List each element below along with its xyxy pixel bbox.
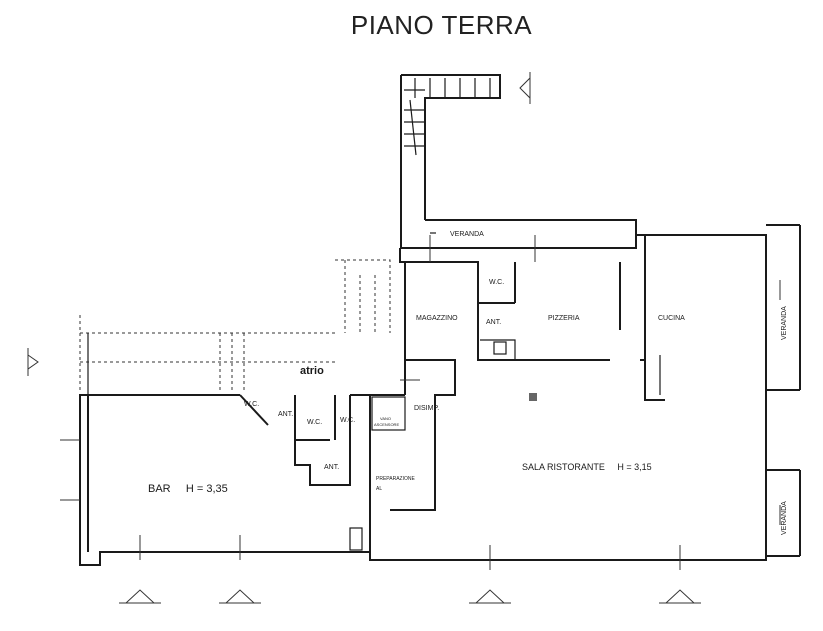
label-preparazione-al: AL bbox=[376, 486, 382, 492]
label-vano-1: VANO bbox=[380, 416, 391, 421]
label-pizzeria: PIZZERIA bbox=[548, 315, 580, 322]
section-marker-icon bbox=[27, 72, 701, 604]
label-sala: SALA RISTORANTE H = 3,15 bbox=[522, 462, 652, 472]
label-magazzino: MAGAZZINO bbox=[416, 315, 458, 322]
label-ant-mid: ANT. bbox=[324, 464, 339, 471]
openings bbox=[60, 235, 781, 570]
label-veranda-right-top: VERANDA bbox=[781, 306, 788, 340]
label-ant-top: ANT. bbox=[486, 319, 501, 326]
page-title: PIANO TERRA bbox=[350, 10, 533, 40]
outer-walls bbox=[79, 224, 801, 566]
label-wc-mid1: W.C. bbox=[307, 419, 322, 426]
label-wc-bar: W.C. bbox=[244, 401, 259, 408]
label-cucina: CUCINA bbox=[658, 315, 685, 322]
label-bar: BAR H = 3,35 bbox=[148, 483, 228, 495]
label-veranda-top: VERANDA bbox=[450, 231, 484, 238]
label-vano-2: ASCENSORE bbox=[374, 422, 399, 427]
label-wc-top: W.C. bbox=[489, 279, 504, 286]
interior-walls bbox=[239, 235, 665, 552]
atrio-area bbox=[79, 248, 406, 396]
label-wc-mid2: W.C. bbox=[340, 417, 355, 424]
top-staircase bbox=[400, 74, 501, 248]
room-labels: VERANDA W.C. ANT. MAGAZZINO PIZZERIA CUC… bbox=[148, 231, 788, 535]
label-atrio: atrio bbox=[300, 365, 324, 377]
label-ant-bar: ANT. bbox=[278, 411, 293, 418]
label-veranda-right-bottom: VERANDA bbox=[781, 501, 788, 535]
veranda-top bbox=[401, 219, 637, 249]
label-disimp: DISIMP. bbox=[414, 405, 439, 412]
label-preparazione: PREPARAZIONE bbox=[376, 476, 415, 482]
